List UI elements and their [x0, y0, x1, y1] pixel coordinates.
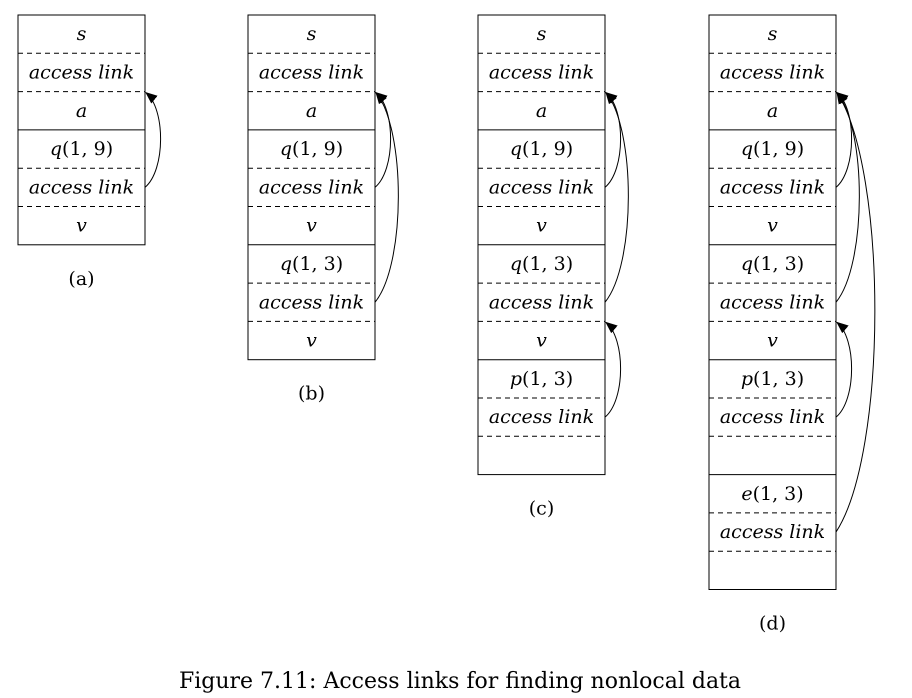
access-link-field: access link: [720, 521, 825, 543]
access-link-arrow: [835, 321, 852, 418]
stack-c: s access link a q(1, 9) access link v q(1, 3) a…: [477, 14, 606, 520]
field-text: s: [537, 23, 547, 45]
stack-d: s access link a q(1, 9) access link v q(1, 3) a…: [708, 14, 837, 635]
stack-label: (c): [529, 498, 554, 520]
field-text: v: [76, 215, 87, 237]
access-link-field: access link: [720, 176, 825, 198]
access-link-arrow: [835, 91, 860, 303]
field-text: v: [306, 215, 317, 237]
access-link-arrow: [374, 91, 399, 303]
access-link-field: access link: [29, 61, 134, 83]
access-link-arrow: [604, 91, 621, 188]
field-text: s: [77, 23, 87, 45]
stack-label: (b): [298, 383, 325, 405]
access-link-arrow: [604, 91, 629, 303]
field-text: q(1, 9): [510, 138, 573, 160]
access-link-field: access link: [489, 176, 594, 198]
field-text: p(1, 3): [741, 368, 804, 390]
stack-b: s access link a q(1, 9) access link v q(1, 3) a…: [247, 14, 376, 405]
field-text: v: [767, 215, 778, 237]
field-text: v: [536, 215, 547, 237]
access-link-field: access link: [720, 291, 825, 313]
figure-caption: Figure 7.11: Access links for finding no…: [179, 669, 741, 694]
field-text: v: [536, 330, 547, 352]
access-link-arrow: [604, 321, 621, 418]
field-text: q(1, 9): [741, 138, 804, 160]
access-link-field: access link: [259, 291, 364, 313]
access-link-field: access link: [259, 176, 364, 198]
field-text: a: [306, 100, 317, 122]
stack-a: s access link a q(1, 9) access link v (a): [17, 14, 146, 290]
access-link-field: access link: [489, 406, 594, 428]
field-text: a: [76, 100, 87, 122]
access-link-field: access link: [489, 61, 594, 83]
field-text: q(1, 9): [50, 138, 113, 160]
access-link-field: access link: [259, 61, 364, 83]
access-link-arrow: [144, 91, 161, 188]
access-link-arrow: [835, 91, 876, 533]
access-link-arrow: [835, 91, 852, 188]
field-text: a: [767, 100, 778, 122]
field-text: v: [767, 330, 778, 352]
field-text: q(1, 3): [741, 253, 804, 275]
field-text: e(1, 3): [741, 483, 803, 505]
stack-label: (a): [68, 268, 94, 290]
field-text: v: [306, 330, 317, 352]
field-text: s: [307, 23, 317, 45]
field-text: q(1, 9): [280, 138, 343, 160]
field-text: a: [536, 100, 547, 122]
access-link-field: access link: [720, 61, 825, 83]
access-link-field: access link: [489, 291, 594, 313]
access-link-field: access link: [29, 176, 134, 198]
field-text: s: [768, 23, 778, 45]
field-text: q(1, 3): [280, 253, 343, 275]
field-text: q(1, 3): [510, 253, 573, 275]
field-text: p(1, 3): [510, 368, 573, 390]
access-link-field: access link: [720, 406, 825, 428]
access-link-arrow: [374, 91, 391, 188]
stack-label: (d): [759, 613, 786, 635]
